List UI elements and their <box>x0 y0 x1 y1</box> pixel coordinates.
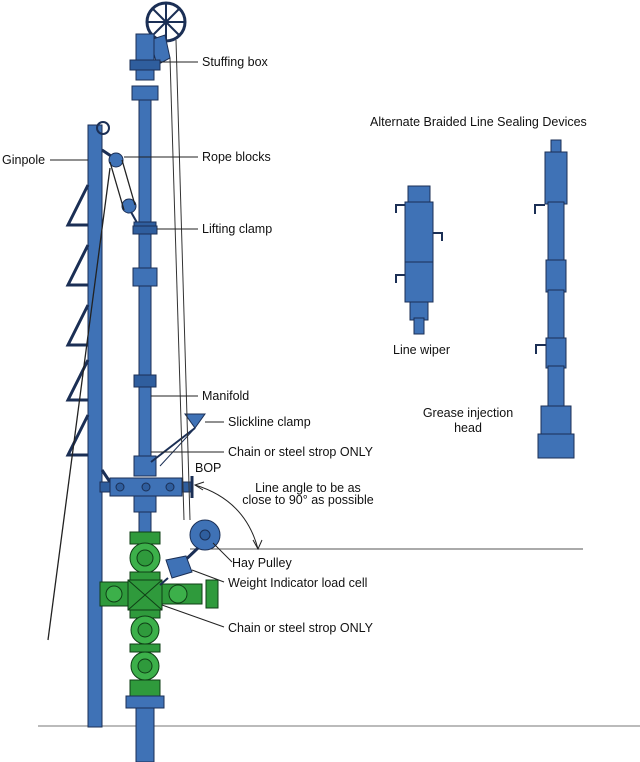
handwheel-top <box>145 1 187 66</box>
label-grease-injection-1: Grease injection <box>423 406 513 420</box>
label-grease-injection-2: head <box>454 421 482 435</box>
label-manifold: Manifold <box>202 389 249 403</box>
label-line-angle-2: close to 90° as possible <box>242 493 374 507</box>
weight-indicator-load-cell <box>159 555 193 586</box>
lifting-clamp <box>132 225 158 235</box>
slickline-wire <box>175 39 191 521</box>
label-lifting-clamp: Lifting clamp <box>202 222 272 236</box>
label-slickline-clamp: Slickline clamp <box>228 415 311 429</box>
label-stuffing-box: Stuffing box <box>202 55 269 69</box>
slickline-clamp <box>150 413 206 467</box>
label-hay-pulley: Hay Pulley <box>232 556 292 570</box>
label-alternate-title: Alternate Braided Line Sealing Devices <box>370 115 587 129</box>
label-bop: BOP <box>195 461 221 475</box>
lubricator-string <box>99 1 206 533</box>
ginpole <box>47 121 115 728</box>
line-angle-arc <box>194 484 259 550</box>
leader-lines <box>50 61 233 628</box>
label-weight-indicator: Weight Indicator load cell <box>228 576 367 590</box>
label-rope-blocks: Rope blocks <box>202 150 271 164</box>
line-wiper-device <box>395 185 443 335</box>
label-line-angle-1: Line angle to be as <box>255 481 361 495</box>
grease-injection-head-device <box>534 139 575 459</box>
label-chain-strop-top: Chain or steel strop ONLY <box>228 445 374 459</box>
wellhead <box>99 531 219 762</box>
label-ginpole: Ginpole <box>2 153 45 167</box>
hay-pulley <box>178 519 221 567</box>
label-chain-strop-bottom: Chain or steel strop ONLY <box>228 621 374 635</box>
label-line-wiper: Line wiper <box>393 343 450 357</box>
